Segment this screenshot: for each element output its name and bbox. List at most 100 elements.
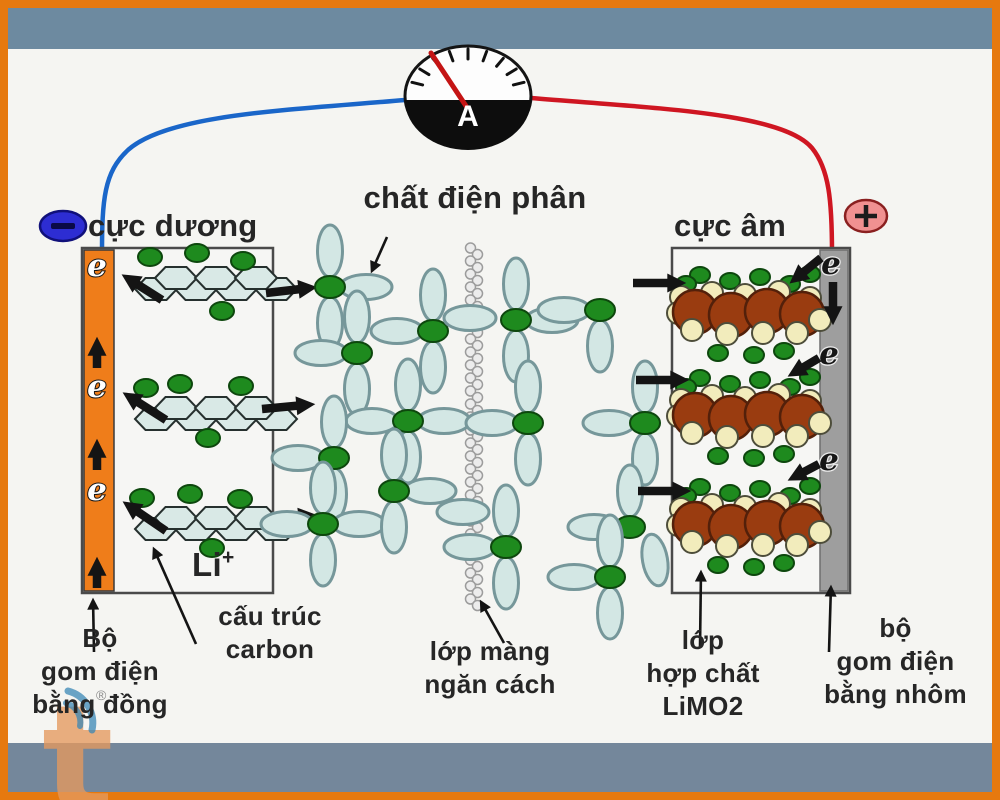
separator-bead — [471, 443, 484, 456]
electron-transfer-arrow — [787, 354, 822, 377]
solvent-petal — [316, 223, 344, 279]
copper-collector-line1: Bộ — [82, 623, 118, 653]
limo2-li-ion — [749, 371, 771, 389]
limo2-oxygen — [680, 421, 704, 445]
limo2-oxygen — [680, 318, 704, 342]
li-ion-dot — [209, 301, 235, 321]
limo2-oxygen — [785, 321, 809, 345]
limo2-li-ion — [743, 346, 765, 364]
top-band — [8, 8, 992, 49]
limo2-li-ion — [749, 480, 771, 498]
electron-transfer-arrow — [122, 392, 169, 424]
aluminum-collector-line2: gom điện — [836, 646, 955, 676]
separator-bead — [471, 482, 484, 495]
ion-exit-arrow — [261, 396, 316, 416]
separator-bead — [464, 476, 477, 488]
limo2-li-ion — [707, 447, 729, 465]
ammeter-tick — [511, 80, 526, 87]
li-ion-base: Li — [192, 546, 222, 583]
electron-transfer-arrow — [121, 274, 165, 304]
right-electrode-label: cực âm — [674, 208, 787, 243]
ammeter-lower-half — [405, 100, 531, 150]
limo2-oxygen — [808, 411, 832, 435]
solvent-petal — [419, 267, 447, 323]
solvated-li-ion — [341, 341, 373, 365]
electron-transfer-arrow — [789, 254, 824, 284]
solvent-petal — [631, 359, 659, 415]
limo2-oxygen — [715, 534, 739, 558]
solvent-petal — [492, 555, 520, 611]
aluminum-collector-line3: bằng nhôm — [824, 679, 967, 709]
solvated-li-ion — [392, 409, 424, 433]
electron-label: e — [87, 472, 107, 508]
solvated-li-ion — [378, 479, 410, 503]
solvent-petal — [586, 318, 614, 374]
li-ion-dot — [184, 243, 210, 263]
separator-bead — [464, 437, 477, 449]
wire-negative — [99, 97, 408, 257]
copper-collector-label: Bộ gom điện bằng đồng — [20, 622, 180, 721]
limo2-oxygen — [715, 425, 739, 449]
limo2-li-ion — [719, 484, 741, 502]
electron-label: e — [87, 369, 107, 405]
separator-bead — [464, 450, 477, 462]
ammeter-needle — [428, 50, 469, 109]
li-ion-dot — [137, 247, 163, 267]
solvent-petal — [442, 533, 498, 561]
solvent-petal — [581, 409, 637, 437]
solvated-li-ion — [417, 319, 449, 343]
limo2-oxygen — [751, 321, 775, 345]
solvent-petal — [514, 431, 542, 487]
li-ion-dot — [199, 538, 225, 558]
limo2-li-ion — [707, 344, 729, 362]
solvent-petal — [309, 532, 337, 588]
limo2-li-ion — [719, 272, 741, 290]
separator-bead — [464, 385, 477, 397]
separator-bead — [471, 274, 484, 287]
solvent-petal — [402, 477, 458, 505]
limo2-li-ion — [799, 477, 821, 495]
separator-line2: ngăn cách — [424, 669, 556, 699]
solvent-petal — [502, 256, 530, 312]
ammeter-tick — [495, 56, 505, 68]
ammeter-tick — [418, 67, 431, 77]
limo2-li-ion — [719, 375, 741, 393]
ammeter-tick — [481, 49, 489, 63]
separator-bead — [471, 378, 484, 391]
solvated-li-ion — [500, 308, 532, 332]
electron-label: e — [821, 246, 841, 282]
carbon-hexagon — [193, 506, 239, 530]
separator-bead — [471, 573, 484, 586]
li-ion-dot — [167, 374, 193, 394]
solvent-petal — [380, 427, 408, 483]
limo2-li-ion — [749, 268, 771, 286]
watermark-arc-icon — [63, 700, 84, 729]
separator-bead — [464, 463, 477, 475]
solvent-petal — [343, 289, 371, 345]
minus-icon — [51, 223, 75, 229]
solvent-petal — [416, 407, 472, 435]
solvated-li-ion — [490, 535, 522, 559]
separator-bead — [464, 255, 477, 267]
carbon-structure-label: cấu trúc carbon — [185, 600, 355, 666]
limo2-li-ion — [743, 449, 765, 467]
carbon-hexagon — [193, 396, 239, 420]
electron-transfer-arrow — [787, 460, 821, 481]
separator-bead — [464, 372, 477, 384]
separator-bead — [464, 593, 477, 605]
aluminum-collector-label: bộ gom điện bằng nhôm — [808, 612, 983, 711]
li-ion-dot — [129, 488, 155, 508]
limo2-oxygen — [751, 533, 775, 557]
electron-transfer-arrow — [122, 501, 169, 535]
separator-bead — [471, 560, 484, 573]
limo2-label: lớp hợp chất LiMO2 — [628, 624, 778, 723]
ammeter-tick — [410, 80, 425, 87]
limo2-oxygen — [808, 520, 832, 544]
solvent-petal — [343, 361, 371, 417]
separator-bead — [464, 281, 477, 293]
solvent-petal — [369, 317, 425, 345]
separator-bead — [471, 469, 484, 482]
solvated-li-ion — [594, 565, 626, 589]
solvent-petal — [442, 304, 498, 332]
